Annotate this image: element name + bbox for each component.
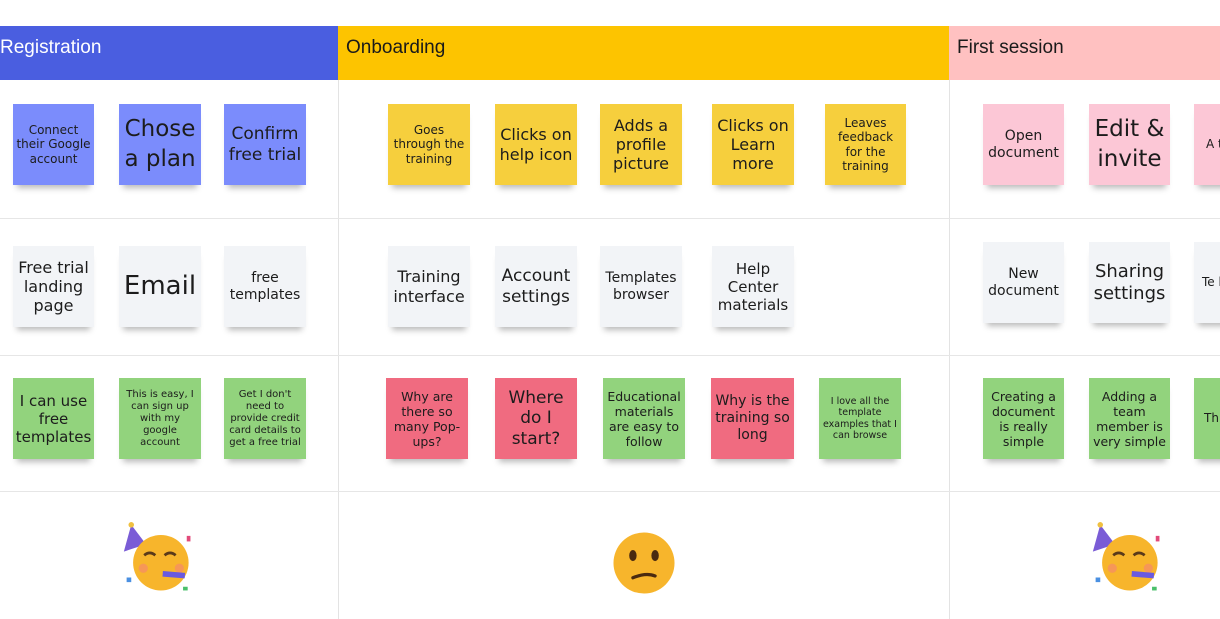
sticky-note[interactable]: Adds a profile picture	[600, 104, 682, 185]
row-divider	[0, 218, 1220, 219]
stage-label: Onboarding	[346, 37, 446, 58]
sticky-note[interactable]: Th tem cho	[1194, 378, 1220, 459]
partying-face-icon	[123, 522, 191, 591]
sticky-note[interactable]: Free trial landing page	[13, 246, 94, 327]
row-divider	[0, 355, 1220, 356]
partying-face-icon	[1092, 522, 1160, 591]
sticky-note[interactable]: Creating a document is really simple	[983, 378, 1064, 459]
sticky-note[interactable]: Leaves feedback for the training	[825, 104, 906, 185]
row-divider	[0, 491, 1220, 492]
stage-header-registration[interactable]: Registration	[0, 26, 338, 80]
stage-label: Registration	[0, 37, 102, 58]
confused-face-icon	[613, 532, 675, 594]
sticky-note[interactable]: Sharing settings	[1089, 242, 1170, 323]
sticky-note[interactable]: A te	[1194, 104, 1220, 185]
sticky-note[interactable]: Get I don't need to provide credit card …	[224, 378, 306, 459]
sticky-note[interactable]: Where do I start?	[495, 378, 577, 459]
sticky-note[interactable]: Templates browser	[600, 246, 682, 327]
sticky-note[interactable]: Why are there so many Pop-ups?	[386, 378, 468, 459]
column-divider	[949, 80, 950, 619]
sticky-note[interactable]: Clicks on help icon	[495, 104, 577, 185]
sticky-note[interactable]: Connect their Google account	[13, 104, 94, 185]
stage-header-onboarding[interactable]: Onboarding	[338, 26, 949, 80]
sticky-note[interactable]: This is easy, I can sign up with my goog…	[119, 378, 201, 459]
sticky-note[interactable]: Te br	[1194, 242, 1220, 323]
sticky-note[interactable]: Chose a plan	[119, 104, 201, 185]
sticky-note[interactable]: I can use free templates	[13, 378, 94, 459]
sticky-note[interactable]: free templates	[224, 246, 306, 327]
sticky-note[interactable]: Training interface	[388, 246, 470, 327]
sticky-note[interactable]: Edit & invite	[1089, 104, 1170, 185]
sticky-note[interactable]: Account settings	[495, 246, 577, 327]
sticky-note[interactable]: Goes through the training	[388, 104, 470, 185]
sticky-note[interactable]: Open document	[983, 104, 1064, 185]
sticky-note[interactable]: I love all the template examples that I …	[819, 378, 901, 459]
stage-label: First session	[957, 37, 1064, 58]
sticky-note[interactable]: Adding a team member is very simple	[1089, 378, 1170, 459]
sticky-note[interactable]: Educational materials are easy to follow	[603, 378, 685, 459]
sticky-note[interactable]: Why is the training so long	[711, 378, 794, 459]
column-divider	[338, 80, 339, 619]
sticky-note[interactable]: Email	[119, 246, 201, 327]
sticky-note[interactable]: New document	[983, 242, 1064, 323]
sticky-note[interactable]: Confirm free trial	[224, 104, 306, 185]
stage-header-first-session[interactable]: First session	[949, 26, 1220, 80]
sticky-note[interactable]: Help Center materials	[712, 246, 794, 327]
sticky-note[interactable]: Clicks on Learn more	[712, 104, 794, 185]
